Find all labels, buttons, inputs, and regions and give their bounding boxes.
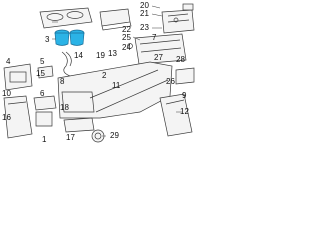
cup-holder-assembly: [39, 7, 93, 46]
callout-14: 14: [74, 51, 83, 60]
wiring-harness: [61, 51, 72, 77]
callout-1: 1: [42, 135, 47, 144]
callout-23: 23: [140, 23, 149, 32]
callout-8: 8: [60, 77, 65, 86]
callout-2: 2: [102, 71, 107, 80]
storage-box: [127, 33, 187, 65]
callout-19: 19: [96, 51, 105, 60]
callout-28: 28: [176, 55, 185, 64]
callout-labels: 1 2 3 4 5 6 7 8 9 10 11 12 13 14 15 16 1…: [2, 1, 189, 144]
callout-3: 3: [45, 35, 50, 44]
console-body: [57, 61, 173, 119]
callout-4: 4: [6, 57, 11, 66]
switch-panel: [3, 63, 54, 91]
side-panel-left: [3, 95, 33, 139]
callout-25: 25: [122, 33, 131, 42]
callout-22: 22: [122, 25, 131, 34]
callout-21: 21: [140, 9, 149, 18]
callout-13: 13: [108, 49, 117, 58]
left-bracket: [33, 95, 57, 127]
armrest-lid: [99, 8, 132, 31]
callout-24: 24: [122, 43, 131, 52]
callout-20: 20: [140, 1, 149, 10]
upper-bracket: [161, 3, 195, 34]
callout-16: 16: [2, 113, 11, 122]
callout-27: 27: [154, 53, 163, 62]
callout-11: 11: [112, 81, 121, 90]
side-panel-right: [159, 93, 193, 137]
callout-12: 12: [180, 107, 189, 116]
parts-diagram: 1 2 3 4 5 6 7 8 9 10 11 12 13 14 15 16 1…: [2, 1, 195, 144]
floor-tray: [63, 117, 105, 143]
leader-lines: [52, 5, 182, 137]
callout-9: 9: [182, 91, 187, 100]
callout-18: 18: [60, 103, 69, 112]
callout-26: 26: [166, 77, 175, 86]
callout-6: 6: [40, 89, 45, 98]
callout-5: 5: [40, 57, 45, 66]
callout-10: 10: [2, 89, 11, 98]
callout-29: 29: [110, 131, 119, 140]
right-switch: [175, 67, 195, 85]
callout-15: 15: [36, 69, 45, 78]
callout-7: 7: [152, 33, 157, 42]
callout-17: 17: [66, 133, 75, 142]
